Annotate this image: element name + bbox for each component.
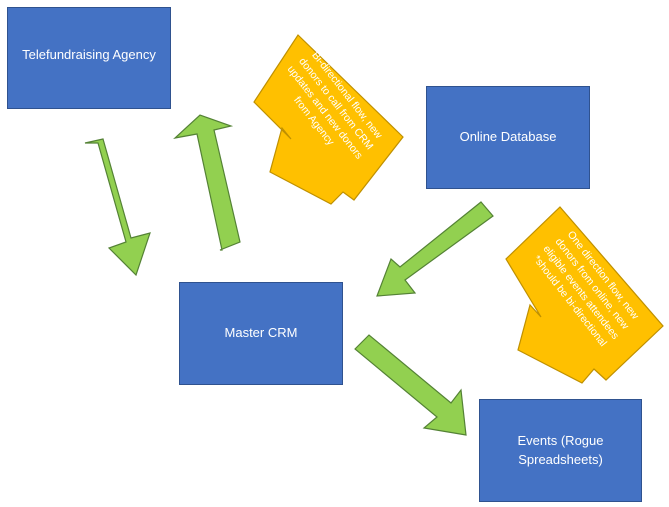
master-crm-label: Master CRM xyxy=(224,325,298,341)
events-node: Events (Rogue Spreadsheets) xyxy=(479,399,642,502)
callout-bidirectional-shape xyxy=(253,34,404,205)
online-database-node: Online Database xyxy=(426,86,590,189)
master-crm-node: Master CRM xyxy=(179,282,343,385)
online-database-label: Online Database xyxy=(459,129,557,145)
events-label: Events (Rogue Spreadsheets) xyxy=(518,432,604,470)
arrow-crm-to-agency xyxy=(173,114,241,251)
events-label-line1: Events (Rogue xyxy=(517,432,604,448)
callout-one-direction: One direction flow, new donors from onli… xyxy=(505,206,664,384)
events-label-line2: Spreadsheets) xyxy=(518,451,603,467)
arrow-crm-to-events xyxy=(354,334,467,436)
arrow-agency-to-crm xyxy=(84,138,151,277)
arrow-online-to-crm xyxy=(376,201,494,297)
callout-bidirectional: Bi-directional flow, new donors to call … xyxy=(253,34,404,205)
callout-one-direction-shape xyxy=(505,206,664,384)
telefundraising-agency-node: Telefundraising Agency xyxy=(7,7,171,109)
telefundraising-agency-label: Telefundraising Agency xyxy=(22,47,156,62)
